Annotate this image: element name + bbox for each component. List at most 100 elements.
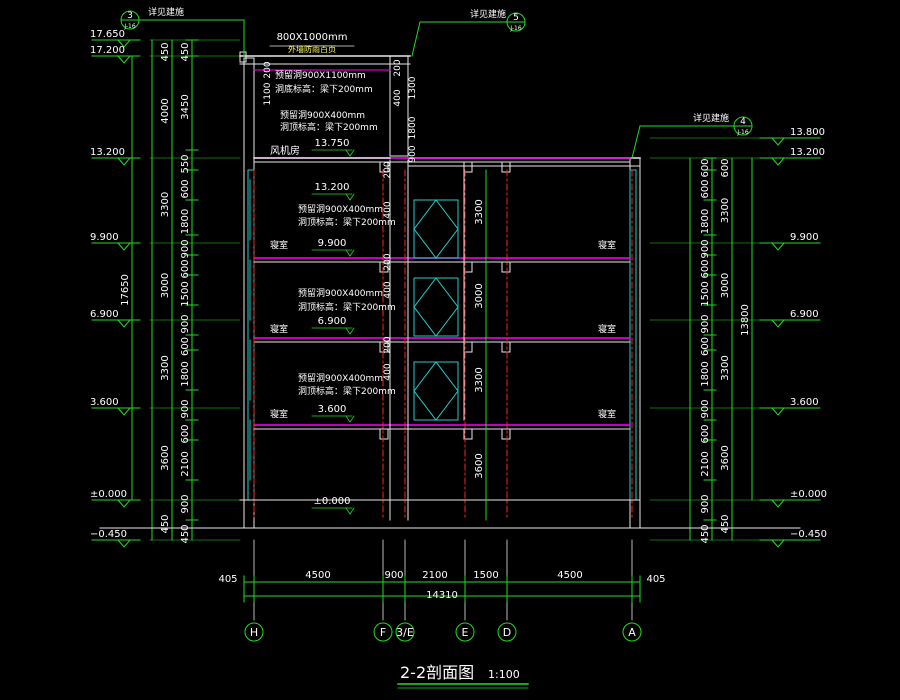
dim-outer: 3600 <box>160 445 171 470</box>
parapet-cap-left <box>239 51 247 63</box>
dim-outer-right: 3300 <box>720 198 731 223</box>
dim-inner: 600 <box>180 424 191 443</box>
core-window <box>413 277 459 337</box>
axis-bubble <box>622 622 642 642</box>
dim-outer-right: 3000 <box>720 273 731 298</box>
window-sash <box>413 199 459 259</box>
floor-level: ±0.000 <box>313 496 350 507</box>
dim-outer: 450 <box>160 514 171 533</box>
detail-ref: J-16 <box>509 25 522 32</box>
dim-inner-right: 600 <box>700 158 711 177</box>
room-bedroom-right: 寝室 <box>598 239 616 251</box>
dim-mid: 1300 <box>408 76 418 99</box>
elevation-left: 17.200 <box>90 45 125 56</box>
beam <box>379 428 389 440</box>
detail-ref: J-16 <box>736 129 749 136</box>
window-strip-right <box>629 169 637 501</box>
axis-label: F <box>380 626 386 639</box>
elevation-left: 17.650 <box>90 29 125 40</box>
detail-number: 3 <box>127 11 133 21</box>
elevation-left: 6.900 <box>90 309 119 320</box>
beam <box>463 161 473 173</box>
dim-inner: 3450 <box>180 94 191 119</box>
core-window <box>413 361 459 421</box>
opening-size: 预留洞900X1100mm <box>275 69 366 81</box>
dim-inner: 450 <box>180 524 191 543</box>
dim-outer: 4000 <box>160 98 171 123</box>
level-marker <box>345 149 355 157</box>
dim-bottom-label: 900 <box>384 570 403 581</box>
elevation-right: 13.200 <box>790 147 825 158</box>
axis-label: H <box>250 626 258 639</box>
beam <box>463 428 473 440</box>
elevation-marker <box>117 407 131 416</box>
dim-inner-right: 900 <box>700 239 711 258</box>
drawing-title: 2-2剖面图 <box>400 663 474 682</box>
elevation-right: −0.450 <box>790 529 827 540</box>
drawing-scale: 1:100 <box>488 668 520 681</box>
elevation-right: 6.900 <box>790 309 819 320</box>
window-strip-left <box>247 169 255 501</box>
dim-core: 3300 <box>474 367 485 392</box>
opening-height: 洞底标高：梁下200mm <box>275 83 373 95</box>
dim-inner-right: 2100 <box>700 451 711 476</box>
leader <box>631 125 641 159</box>
building-section <box>91 10 821 689</box>
dim-total: 17650 <box>120 274 131 306</box>
dim-outer: 3300 <box>160 355 171 380</box>
dim-mid: 200 <box>393 59 403 76</box>
dim-outer: 450 <box>160 42 171 61</box>
dim-bottom-label: 4500 <box>305 570 330 581</box>
elevation-marker <box>771 499 785 508</box>
elevation-marker <box>117 319 131 328</box>
parapet-right <box>389 55 409 157</box>
elevation-marker <box>117 55 131 64</box>
dim-inner-right: 900 <box>700 314 711 333</box>
elevation-marker <box>771 407 785 416</box>
dim-inner-right: 1800 <box>700 209 711 234</box>
dim-inner-right: 900 <box>700 399 711 418</box>
top-note-sub: 外墙防雨百页 <box>288 44 336 54</box>
dim-mid: 400 <box>383 363 393 380</box>
elevation-marker <box>117 499 131 508</box>
elevation-left: 9.900 <box>90 232 119 243</box>
floor-level: 9.900 <box>318 238 347 249</box>
dim-outer-right: 3300 <box>720 355 731 380</box>
room-bedroom-left: 寝室 <box>270 408 288 420</box>
dim-inner: 900 <box>180 494 191 513</box>
window-sash <box>413 277 459 337</box>
dim-inner: 2100 <box>180 451 191 476</box>
opening-size: 预留洞900X400mm <box>298 372 383 384</box>
axis-bubble <box>497 622 517 642</box>
dim-core: 3600 <box>474 453 485 478</box>
dim-bottom-total: 14310 <box>426 590 458 601</box>
dim-inner: 900 <box>180 399 191 418</box>
beam <box>501 341 511 353</box>
elevation-right: 3.600 <box>790 397 819 408</box>
axis-bubble <box>455 622 475 642</box>
elevation-left: 3.600 <box>90 397 119 408</box>
dim-inner-right: 900 <box>700 494 711 513</box>
dim-outer-right: 600 <box>720 158 731 177</box>
dim-inner-right: 600 <box>700 337 711 356</box>
opening-size: 预留洞900X400mm <box>298 287 383 299</box>
dim-outer: 3000 <box>160 273 171 298</box>
dim-core: 3000 <box>474 283 485 308</box>
room-bedroom-left: 寝室 <box>270 239 288 251</box>
core-window <box>413 199 459 259</box>
floor-level: 13.200 <box>315 182 350 193</box>
level-marker <box>345 415 355 423</box>
elevation-marker <box>771 242 785 251</box>
elevation-right: ±0.000 <box>790 489 827 500</box>
dim-mid: 200 <box>383 336 393 353</box>
room-bedroom-right: 寝室 <box>598 408 616 420</box>
dim-bottom-label: 1500 <box>473 570 498 581</box>
dim-inner-right: 600 <box>700 179 711 198</box>
dim-bottom-label: 405 <box>218 574 237 585</box>
dim-inner: 1800 <box>180 209 191 234</box>
axis-bubble <box>373 622 393 642</box>
elevation-marker <box>117 157 131 166</box>
detail-label: 详见建施 <box>470 8 506 20</box>
dim-mid: 200 <box>383 161 393 178</box>
dim-total-right: 13800 <box>740 304 751 336</box>
